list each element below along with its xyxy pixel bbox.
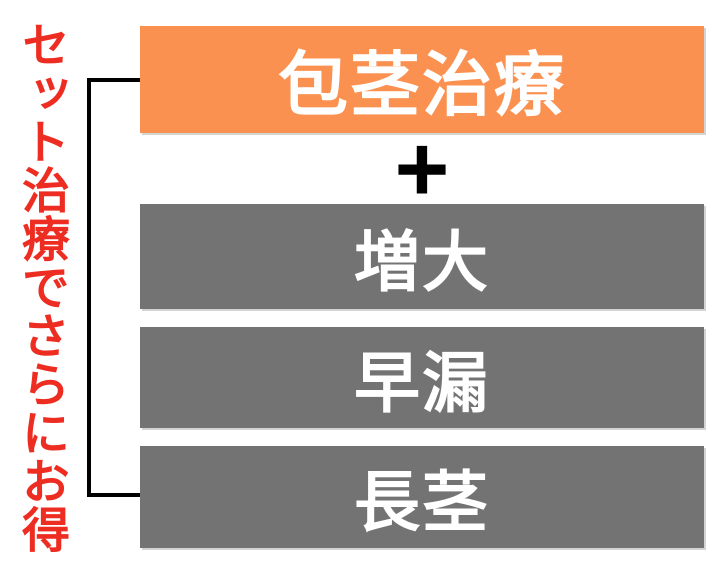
bracket-connector-line (87, 78, 140, 497)
side-label-vertical-text: セット治療でさらにお得 (14, 20, 67, 554)
treatment-box-chokei-label: 長茎 (354, 465, 490, 539)
treatment-box-soro: 早漏 (140, 327, 704, 428)
plus-row: + (140, 116, 704, 221)
treatment-box-soro-label: 早漏 (354, 345, 490, 420)
treatment-box-hokei-label: 包茎治療 (278, 46, 566, 124)
plus-icon: + (394, 116, 450, 221)
treatment-box-zodai: 増大 (140, 204, 704, 309)
treatment-box-zodai-label: 増大 (354, 224, 490, 299)
treatment-box-hokei: 包茎治療 (140, 26, 704, 133)
treatment-box-chokei: 長茎 (140, 446, 704, 548)
